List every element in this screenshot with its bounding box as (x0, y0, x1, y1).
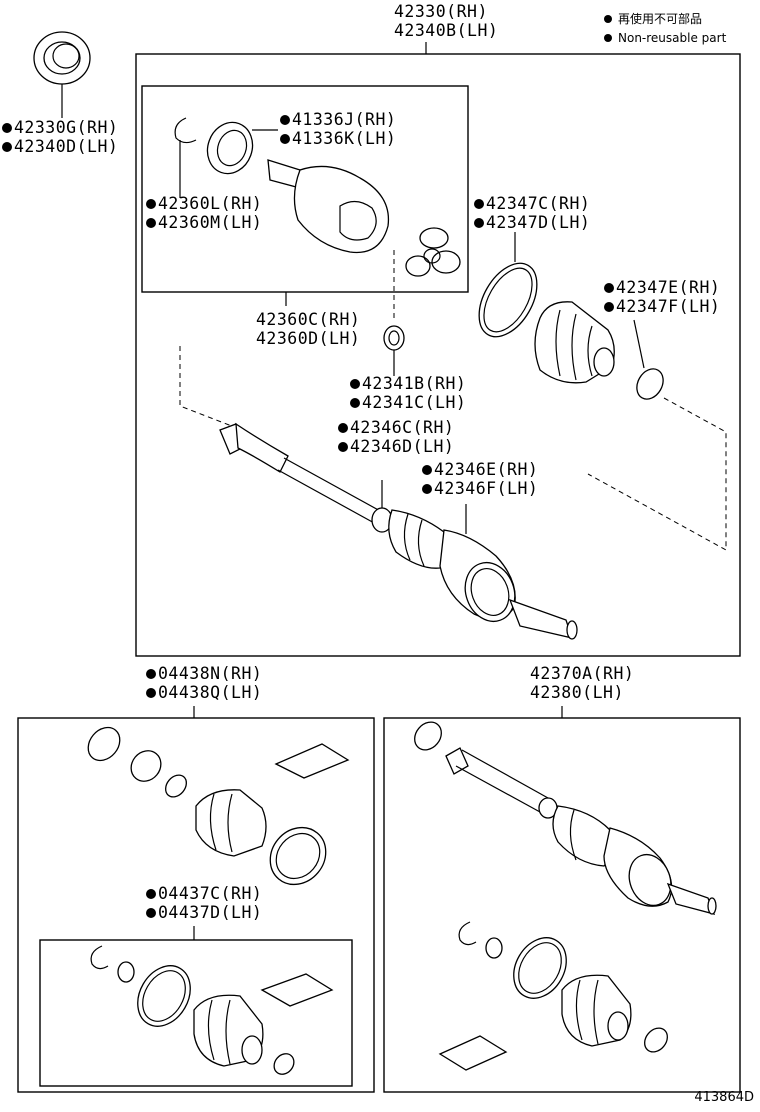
non-reusable-dot-icon (280, 115, 290, 125)
label-boot-band-b-lh: 42346F(LH) (434, 479, 539, 498)
label-snap-ring: 42360L(RH) 42360M(LH) (146, 194, 262, 232)
non-reusable-dot-icon (146, 669, 156, 679)
label-boot-band-a-rh: 42346C(RH) (350, 418, 455, 437)
hole-snap-part (383, 325, 405, 376)
label-boot-kit-inner: 04437C(RH) 04437D(LH) (146, 884, 262, 922)
label-assembly-lh: 42340B(LH) (394, 21, 499, 40)
label-boot-band-b-rh: 42346E(RH) (434, 460, 539, 479)
non-reusable-dot-icon (604, 283, 614, 293)
label-boot-kit-outer-lh: 04438Q(LH) (158, 683, 263, 702)
label-boot-band-a: 42346C(RH) 42346D(LH) (338, 418, 454, 456)
label-assembly: 42330(RH) 42340B(LH) (394, 2, 498, 40)
non-reusable-dot-icon (338, 423, 348, 433)
bearing-part (206, 121, 278, 175)
label-snap-ring-rh: 42360L(RH) (158, 194, 263, 213)
non-reusable-dot-icon (146, 688, 156, 698)
guide-line-left (179, 346, 243, 431)
assembly-frame (135, 53, 741, 657)
non-reusable-dot-icon (146, 199, 156, 209)
label-hole-snap: 42341B(RH) 42341C(LH) (350, 374, 466, 412)
legend-en: Non-reusable part (604, 29, 726, 48)
label-inner-bearing-lh: 41336K(LH) (292, 129, 397, 148)
label-clamp-small: 42347E(RH) 42347F(LH) (604, 278, 720, 316)
non-reusable-dot-icon (422, 484, 432, 494)
non-reusable-dot-icon (350, 379, 360, 389)
label-inner-joint-rh: 42360C(RH) (256, 310, 361, 329)
label-inner-joint-lh: 42360D(LH) (256, 329, 361, 348)
label-hole-snap-lh: 42341C(LH) (362, 393, 467, 412)
non-reusable-dot-icon (604, 34, 612, 42)
label-boot-kit-inner-rh: 04437C(RH) (158, 884, 263, 903)
non-reusable-dot-icon (338, 442, 348, 452)
non-reusable-dot-icon (474, 218, 484, 228)
boot-part (534, 301, 615, 384)
non-reusable-dot-icon (604, 15, 612, 23)
non-reusable-dot-icon (146, 218, 156, 228)
drive-shaft-main (219, 422, 578, 640)
snap-ring-part (174, 117, 197, 198)
label-inner-bearing-rh: 41336J(RH) (292, 110, 397, 129)
boot-kit-inner-parts (90, 945, 334, 1075)
non-reusable-dot-icon (350, 398, 360, 408)
boot-kit-outer-parts (87, 726, 350, 886)
label-snap-ring-lh: 42360M(LH) (158, 213, 263, 232)
label-clamp-large-lh: 42347D(LH) (486, 213, 591, 232)
legend-jp: 再使用不可部品 (604, 10, 726, 29)
label-boot-band-b: 42346E(RH) 42346F(LH) (422, 460, 538, 498)
label-seal-lh: 42340D(LH) (14, 137, 119, 156)
label-boot-kit-outer: 04438N(RH) 04438Q(LH) (146, 664, 262, 702)
inner-joint-housing (267, 159, 395, 322)
label-boot-kit-inner-lh: 04437D(LH) (158, 903, 263, 922)
label-clamp-small-rh: 42347E(RH) (616, 278, 721, 297)
boot-kit-inner-frame (39, 939, 353, 1087)
label-inner-bearing: 41336J(RH) 41336K(LH) (280, 110, 396, 148)
label-clamp-large: 42347C(RH) 42347D(LH) (474, 194, 590, 232)
guide-line-right (587, 397, 727, 551)
non-reusable-dot-icon (146, 889, 156, 899)
label-assembly-rh: 42330(RH) (394, 2, 488, 21)
label-seal-rh: 42330G(RH) (14, 118, 119, 137)
large-clamp-part (478, 232, 538, 338)
label-outer-shaft: 42370A(RH) 42380(LH) (530, 664, 634, 702)
inner-joint-frame (141, 85, 469, 293)
small-clamp-part (633, 319, 664, 400)
label-inner-joint: 42360C(RH) 42360D(LH) (256, 310, 360, 348)
non-reusable-dot-icon (2, 142, 12, 152)
outer-shaft-parts (414, 721, 717, 1071)
non-reusable-dot-icon (146, 908, 156, 918)
non-reusable-dot-icon (474, 199, 484, 209)
seal-part (33, 31, 91, 118)
label-outer-shaft-rh: 42370A(RH) (530, 664, 635, 683)
label-boot-kit-outer-rh: 04438N(RH) (158, 664, 263, 683)
label-hole-snap-rh: 42341B(RH) (362, 374, 467, 393)
diagram-code: 413864D (694, 1090, 754, 1105)
boot-kit-outer-frame (17, 717, 375, 1093)
legend: 再使用不可部品 Non-reusable part (604, 10, 726, 48)
label-clamp-large-rh: 42347C(RH) (486, 194, 591, 213)
non-reusable-dot-icon (2, 123, 12, 133)
label-boot-band-a-lh: 42346D(LH) (350, 437, 455, 456)
non-reusable-dot-icon (604, 302, 614, 312)
tripod-part (405, 227, 461, 277)
label-clamp-small-lh: 42347F(LH) (616, 297, 721, 316)
legend-jp-text: 再使用不可部品 (618, 12, 703, 26)
legend-en-text: Non-reusable part (618, 31, 727, 45)
label-seal: 42330G(RH) 42340D(LH) (2, 118, 118, 156)
label-outer-shaft-lh: 42380(LH) (530, 683, 624, 702)
non-reusable-dot-icon (280, 134, 290, 144)
non-reusable-dot-icon (422, 465, 432, 475)
